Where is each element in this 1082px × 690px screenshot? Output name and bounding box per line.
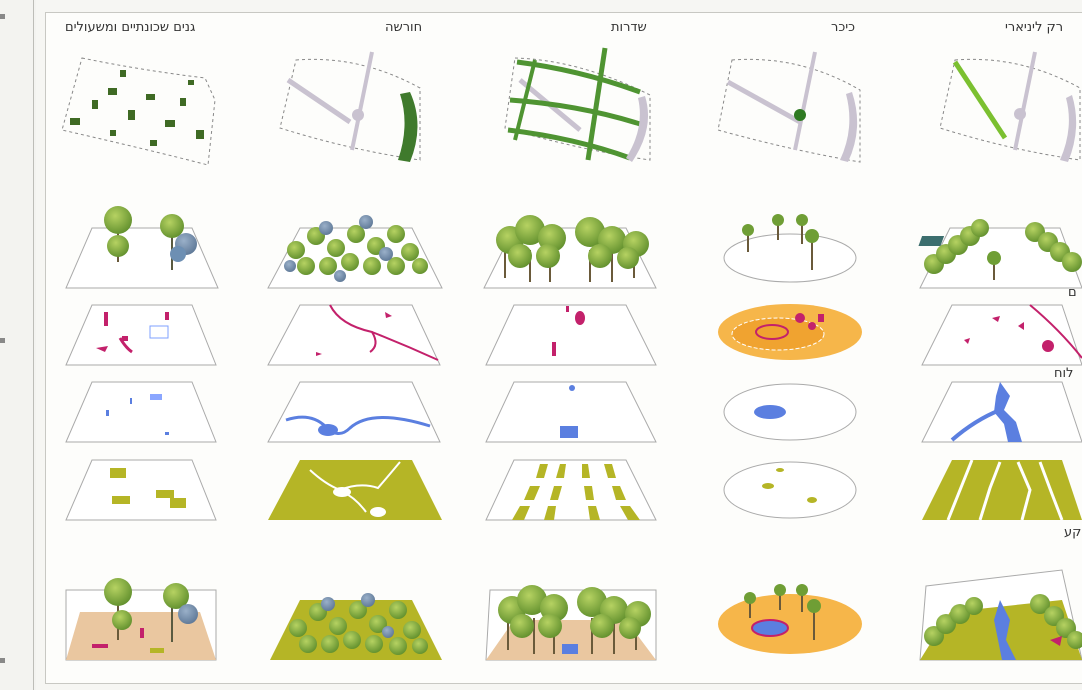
plan-row (62, 48, 1080, 165)
vegetation-grove (268, 215, 442, 288)
composite-row (66, 570, 1082, 660)
vegetation-square (724, 214, 856, 282)
infrastructure-neighborhood-gardens (66, 305, 216, 365)
composite-square (718, 584, 862, 654)
infrastructure-linear-park (922, 305, 1082, 365)
plan-boulevards (505, 48, 650, 162)
composite-boulevards (486, 585, 656, 660)
ground-cover-square (724, 462, 856, 518)
composite-neighborhood-gardens (66, 578, 216, 660)
vegetation-boulevards (484, 215, 656, 288)
plan-square (718, 52, 860, 162)
plan-linear-park (940, 52, 1080, 162)
plan-neighborhood-gardens (62, 58, 215, 165)
water-linear-park (922, 382, 1082, 442)
plan-grove (280, 52, 420, 162)
ground-cover-grove (268, 460, 442, 520)
ground-cover-boulevards (486, 460, 656, 520)
water-grove (268, 382, 440, 442)
vegetation-row (66, 206, 1082, 288)
infrastructure-row (66, 304, 1082, 365)
water-neighborhood-gardens (66, 382, 216, 442)
ground-cover-neighborhood-gardens (66, 460, 216, 520)
composite-linear-park (920, 570, 1082, 660)
infrastructure-boulevards (486, 305, 656, 365)
ground-cover-row (66, 460, 1082, 520)
water-row (66, 382, 1082, 442)
water-square (724, 384, 856, 440)
ground-cover-linear-park (922, 460, 1082, 520)
vegetation-neighborhood-gardens (66, 206, 218, 288)
vegetation-linear-park (918, 219, 1082, 288)
infrastructure-grove (268, 305, 440, 365)
infrastructure-square (718, 304, 862, 360)
composite-grove (270, 593, 442, 660)
water-boulevards (486, 382, 656, 442)
